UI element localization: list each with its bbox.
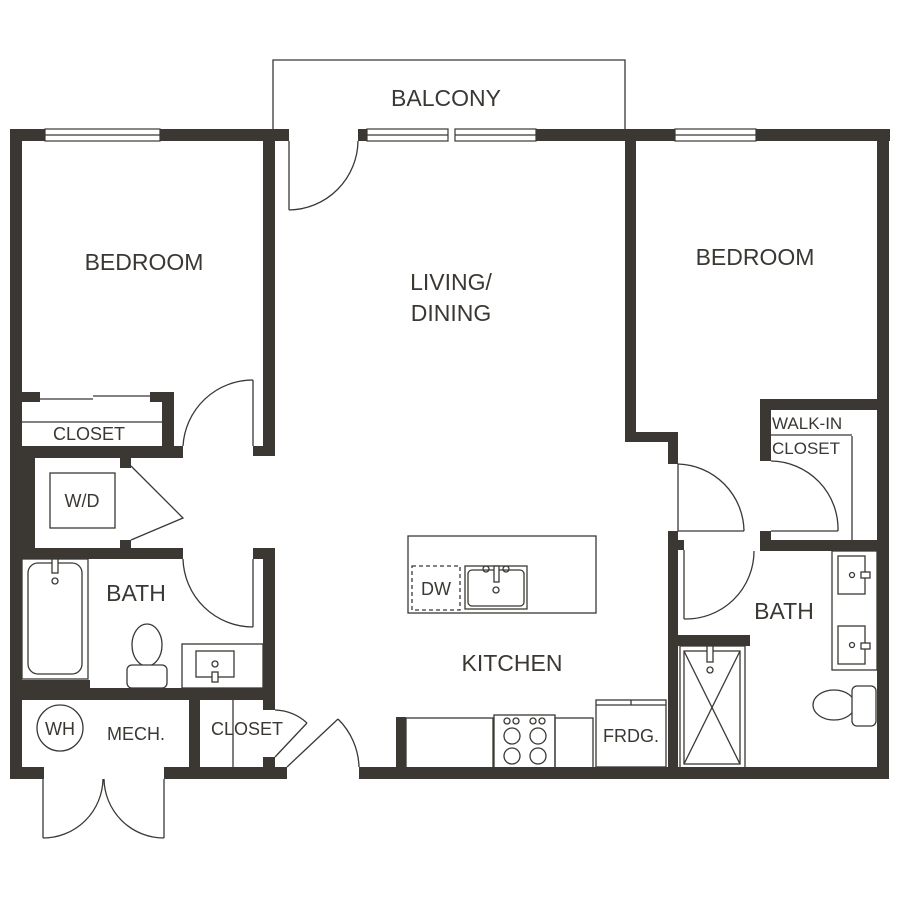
balcony-door[interactable]: [288, 140, 359, 211]
left-bedroom-door[interactable]: [182, 379, 254, 447]
balcony: [272, 59, 626, 131]
walkin-closet-door[interactable]: [770, 436, 853, 540]
shower: [679, 645, 746, 769]
laundry-door[interactable]: [130, 465, 185, 541]
right-bedroom-door[interactable]: [677, 463, 745, 532]
fridge-label: FRDG.: [603, 726, 659, 746]
toilet-left: [126, 623, 168, 689]
laundry-label: W/D: [65, 491, 100, 511]
left-bath-door[interactable]: [182, 558, 254, 628]
window-left-bedroom: [44, 128, 161, 142]
walls: [10, 129, 890, 779]
living-label-line1: LIVING/: [410, 269, 492, 295]
walkin-closet-label-line1: WALK-IN: [772, 414, 842, 433]
water-heater: [36, 704, 84, 752]
closet-entry-label: CLOSET: [211, 719, 283, 739]
mech-double-doors[interactable]: [42, 778, 165, 839]
vanity-left: [181, 643, 264, 689]
kitchen-island: [407, 535, 597, 614]
living-label-line2: DINING: [411, 300, 492, 326]
fridge: [595, 699, 667, 768]
closet-entry-door[interactable]: [274, 709, 308, 758]
walkin-closet-label-line2: CLOSET: [772, 439, 840, 458]
washer-dryer: [19, 458, 116, 548]
stove: [493, 714, 556, 769]
doors: [42, 140, 853, 839]
bedroom-right-label: BEDROOM: [696, 244, 815, 270]
closet-left-label: CLOSET: [53, 424, 125, 444]
bath-left-label: BATH: [106, 580, 166, 606]
windows: [44, 128, 757, 142]
mech-label: MECH.: [107, 724, 165, 744]
kitchen-label: KITCHEN: [462, 650, 563, 676]
bedroom-left-label: BEDROOM: [85, 249, 204, 275]
kitchen-counter: [405, 717, 594, 769]
double-vanity: [831, 550, 878, 671]
window-right-bedroom: [674, 128, 757, 142]
balcony-label: BALCONY: [391, 85, 501, 111]
bath-right-label: BATH: [754, 598, 814, 624]
entry-door[interactable]: [286, 718, 360, 768]
right-bath-door[interactable]: [683, 550, 755, 620]
bathtub: [21, 558, 89, 680]
left-closet: [22, 395, 162, 423]
toilet-right: [812, 685, 877, 727]
water-heater-label: WH: [45, 719, 75, 739]
window-living-2: [454, 128, 537, 142]
labels: BALCONY BEDROOM BEDROOM LIVING/ DINING C…: [45, 85, 852, 746]
dishwasher-label: DW: [421, 579, 451, 599]
window-living-1: [366, 128, 449, 142]
